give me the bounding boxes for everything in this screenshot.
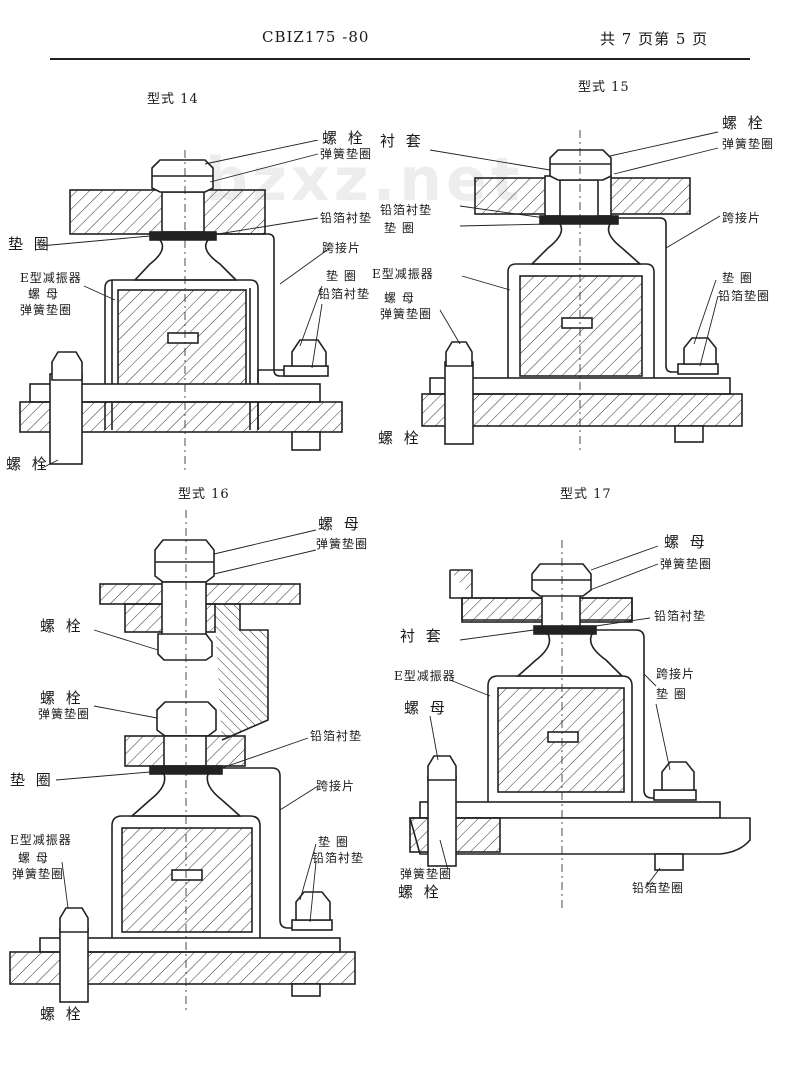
f15-damper: E型减振器: [372, 267, 434, 281]
f15-lead-gasket: 铅箔衬垫: [380, 203, 433, 217]
page-number: 共 7 页第 5 页: [600, 30, 709, 48]
figure-title-17: 型式 17: [560, 487, 612, 502]
f15-bolt-bottom: 螺 栓: [378, 429, 422, 447]
f14-washer: 垫 圈: [8, 235, 52, 253]
f16-bolt-bottom: 螺 栓: [40, 1005, 84, 1023]
figure-17-drawing: [408, 540, 751, 910]
f17-lead-washer: 铅箔垫圈: [632, 881, 685, 895]
f16-spring-washer-top: 弹簧垫圈: [316, 537, 369, 551]
f15-bolt-top: 螺 栓: [722, 114, 766, 132]
f17-sleeve: 衬 套: [400, 627, 444, 645]
figure-15-drawing: [421, 130, 743, 450]
f15-washer2: 垫 圈: [722, 271, 753, 285]
figure-title-14: 型式 14: [147, 92, 199, 107]
f16-nut-top: 螺 母: [318, 515, 362, 533]
f14-lead-washer: 铅箔衬垫: [318, 287, 371, 301]
f16-damper: E型减振器: [10, 833, 72, 847]
f15-washer: 垫 圈: [384, 221, 415, 235]
f17-jumper: 跨接片: [656, 667, 696, 681]
f16-bolt-mid: 螺 栓: [40, 617, 84, 635]
f16-jumper: 跨接片: [316, 779, 356, 793]
f14-spring-washer2: 弹簧垫圈: [20, 303, 73, 317]
header-rule: [50, 58, 750, 60]
f16-spring-washer3: 弹簧垫圈: [12, 867, 65, 881]
f14-bolt-top: 螺 栓: [322, 129, 366, 147]
f14-bolt-bottom: 螺 栓: [6, 455, 50, 473]
f15-sleeve: 衬 套: [380, 132, 424, 150]
f16-lead-washer: 铅箔衬垫: [312, 851, 365, 865]
f17-washer: 垫 圈: [656, 687, 687, 701]
figure-title-15: 型式 15: [578, 80, 630, 95]
f16-bolt2: 螺 栓: [40, 689, 84, 707]
f14-washer2: 垫 圈: [326, 269, 357, 283]
f14-spring-washer: 弹簧垫圈: [320, 147, 373, 161]
f15-nut: 螺 母: [384, 291, 415, 305]
f17-spring-washer: 弹簧垫圈: [660, 557, 713, 571]
f16-washer: 垫 圈: [10, 771, 54, 789]
f17-bolt: 螺 栓: [398, 883, 442, 901]
f16-washer2: 垫 圈: [318, 835, 349, 849]
f17-nut: 螺 母: [404, 699, 448, 717]
figure-16-drawing: [9, 510, 356, 1010]
f16-spring-washer2: 弹簧垫圈: [38, 707, 91, 721]
f15-spring-washer2: 弹簧垫圈: [380, 307, 433, 321]
f17-nut-top: 螺 母: [664, 533, 708, 551]
f15-lead-washer: 铅箔垫圈: [718, 289, 771, 303]
f17-lead-gasket: 铅箔衬垫: [654, 609, 707, 623]
document-code: CBIZ175 -80: [262, 28, 370, 46]
f15-jumper: 跨接片: [722, 211, 762, 225]
f14-lead-gasket: 铅箔衬垫: [320, 211, 373, 225]
f14-jumper: 跨接片: [322, 241, 362, 255]
f14-nut: 螺 母: [28, 287, 59, 301]
figure-14-drawing: [19, 140, 343, 470]
f14-damper: E型减振器: [20, 271, 82, 285]
f16-nut: 螺 母: [18, 851, 49, 865]
f16-lead-gasket: 铅箔衬垫: [310, 729, 363, 743]
f17-spring-washer2: 弹簧垫圈: [400, 867, 453, 881]
figure-title-16: 型式 16: [178, 487, 230, 502]
f15-spring-washer: 弹簧垫圈: [722, 137, 775, 151]
f17-damper: E型减振器: [394, 669, 456, 683]
